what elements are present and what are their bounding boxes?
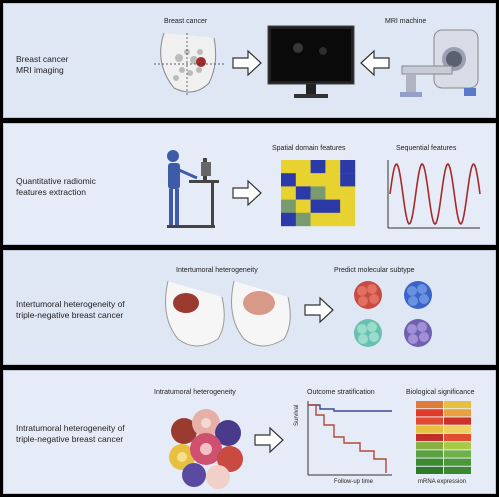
heatmap-cell xyxy=(325,160,341,174)
title-line-2: features extraction xyxy=(16,187,86,197)
sequential-wave-plot xyxy=(387,160,481,229)
heatmap-cell xyxy=(340,199,356,213)
mrna-cell xyxy=(444,425,471,433)
breast-cancer-label: Breast cancer xyxy=(164,18,208,25)
intertumoral-label: Intertumoral heterogeneity xyxy=(176,267,258,274)
heatmap-cell xyxy=(295,199,311,213)
mrna-cell xyxy=(444,409,471,417)
cluster-blue-icon xyxy=(404,281,432,309)
arrow-right-icon xyxy=(304,296,334,324)
survival-axis-label: Survival xyxy=(294,404,300,426)
panel-mri-imaging: Breast cancer MRI imaging Breast cancer … xyxy=(3,3,496,118)
intratumoral-label: Intratumoral heterogeneity xyxy=(154,389,236,396)
followup-axis-label: Follow-up time xyxy=(334,479,374,485)
mrna-cell xyxy=(416,409,443,417)
heatmap-cell xyxy=(310,212,326,227)
panel-title: Quantitative radiomic features extractio… xyxy=(16,176,156,198)
title-line-2: triple-negative breast cancer xyxy=(16,434,124,444)
heatmap-cell xyxy=(325,199,341,213)
outcome-stratification-label: Outcome stratification xyxy=(307,389,375,396)
mrna-heatmap xyxy=(416,401,471,474)
spatial-features-label: Spatial domain features xyxy=(272,145,346,152)
heatmap-cell xyxy=(340,212,356,227)
heatmap-cell xyxy=(310,173,326,187)
cluster-red-icon xyxy=(354,281,382,309)
mrna-cell xyxy=(416,433,443,442)
heatmap-cell xyxy=(281,212,296,227)
heatmap-cell xyxy=(295,186,311,200)
mrna-cell xyxy=(444,433,471,442)
heatmap-cell xyxy=(340,186,356,200)
mrna-cell xyxy=(416,417,443,425)
mrna-cell xyxy=(444,401,471,409)
panel-intertumoral: Intertumoral heterogeneity of triple-neg… xyxy=(3,250,496,365)
panel-title: Breast cancer MRI imaging xyxy=(16,54,156,76)
heatmap-cell xyxy=(281,160,296,174)
arrow-left-icon xyxy=(360,49,390,77)
title-line-1: Intratumoral heterogeneity of xyxy=(16,423,125,433)
heatmap-cell xyxy=(340,173,356,187)
sequential-features-label: Sequential features xyxy=(396,145,457,152)
mrna-cell xyxy=(416,458,443,466)
cluster-purple-icon xyxy=(404,319,432,347)
heatmap-cell xyxy=(340,160,356,174)
researcher-icon xyxy=(167,150,219,228)
heatmap-cell xyxy=(281,173,296,187)
mrna-cell xyxy=(416,401,443,409)
mrna-expression-label: mRNA expression xyxy=(418,479,467,485)
mri-machine-label: MRI machine xyxy=(385,18,427,25)
breast-scan-icon xyxy=(154,32,224,96)
panel-title: Intratumoral heterogeneity of triple-neg… xyxy=(16,423,186,445)
mrna-cell xyxy=(444,442,471,450)
panel-feature-extraction: Quantitative radiomic features extractio… xyxy=(3,123,496,245)
mrna-cell xyxy=(416,466,443,474)
heatmap-cell xyxy=(295,212,311,227)
heatmap-cell xyxy=(295,173,311,187)
heatmap-cell xyxy=(310,186,326,200)
heatmap-cell xyxy=(281,186,296,200)
arrow-right-icon xyxy=(254,426,284,454)
biological-significance-label: Biological significance xyxy=(406,389,475,396)
heatmap-cell xyxy=(295,160,311,174)
mrna-cell xyxy=(416,450,443,458)
arrow-right-icon xyxy=(232,179,262,207)
monitor-icon xyxy=(267,25,355,98)
mri-machine-icon xyxy=(400,29,479,97)
mrna-cell xyxy=(444,458,471,466)
survival-curve-plot xyxy=(307,401,392,476)
title-line-1: Quantitative radiomic xyxy=(16,176,96,186)
mrna-cell xyxy=(444,466,471,474)
predict-subtype-label: Predict molecular subtype xyxy=(334,267,415,274)
heatmap-cell xyxy=(310,199,326,213)
mrna-cell xyxy=(444,450,471,458)
heatmap-cell xyxy=(325,212,341,227)
breasts-tumor-icon xyxy=(165,280,291,347)
mrna-cell xyxy=(444,417,471,425)
heatmap-cell xyxy=(281,199,296,213)
title-line-1: Intertumoral heterogeneity of xyxy=(16,299,125,309)
molecular-subtype-clusters xyxy=(354,281,432,347)
heatmap-cell xyxy=(325,186,341,200)
heatmap-cell xyxy=(325,173,341,187)
heatmap-cell xyxy=(310,160,326,174)
mrna-cell xyxy=(416,442,443,450)
panel-intratumoral: Intratumoral heterogeneity of triple-neg… xyxy=(3,370,496,494)
arrow-right-icon xyxy=(232,49,262,77)
cluster-teal-icon xyxy=(354,319,382,347)
title-line-2: MRI imaging xyxy=(16,65,64,75)
spatial-heatmap xyxy=(281,160,356,227)
title-line-2: triple-negative breast cancer xyxy=(16,310,124,320)
mrna-cell xyxy=(416,425,443,433)
title-line-1: Breast cancer xyxy=(16,54,69,64)
tumor-cells-icon xyxy=(169,409,243,489)
panel-title: Intertumoral heterogeneity of triple-neg… xyxy=(16,299,186,321)
